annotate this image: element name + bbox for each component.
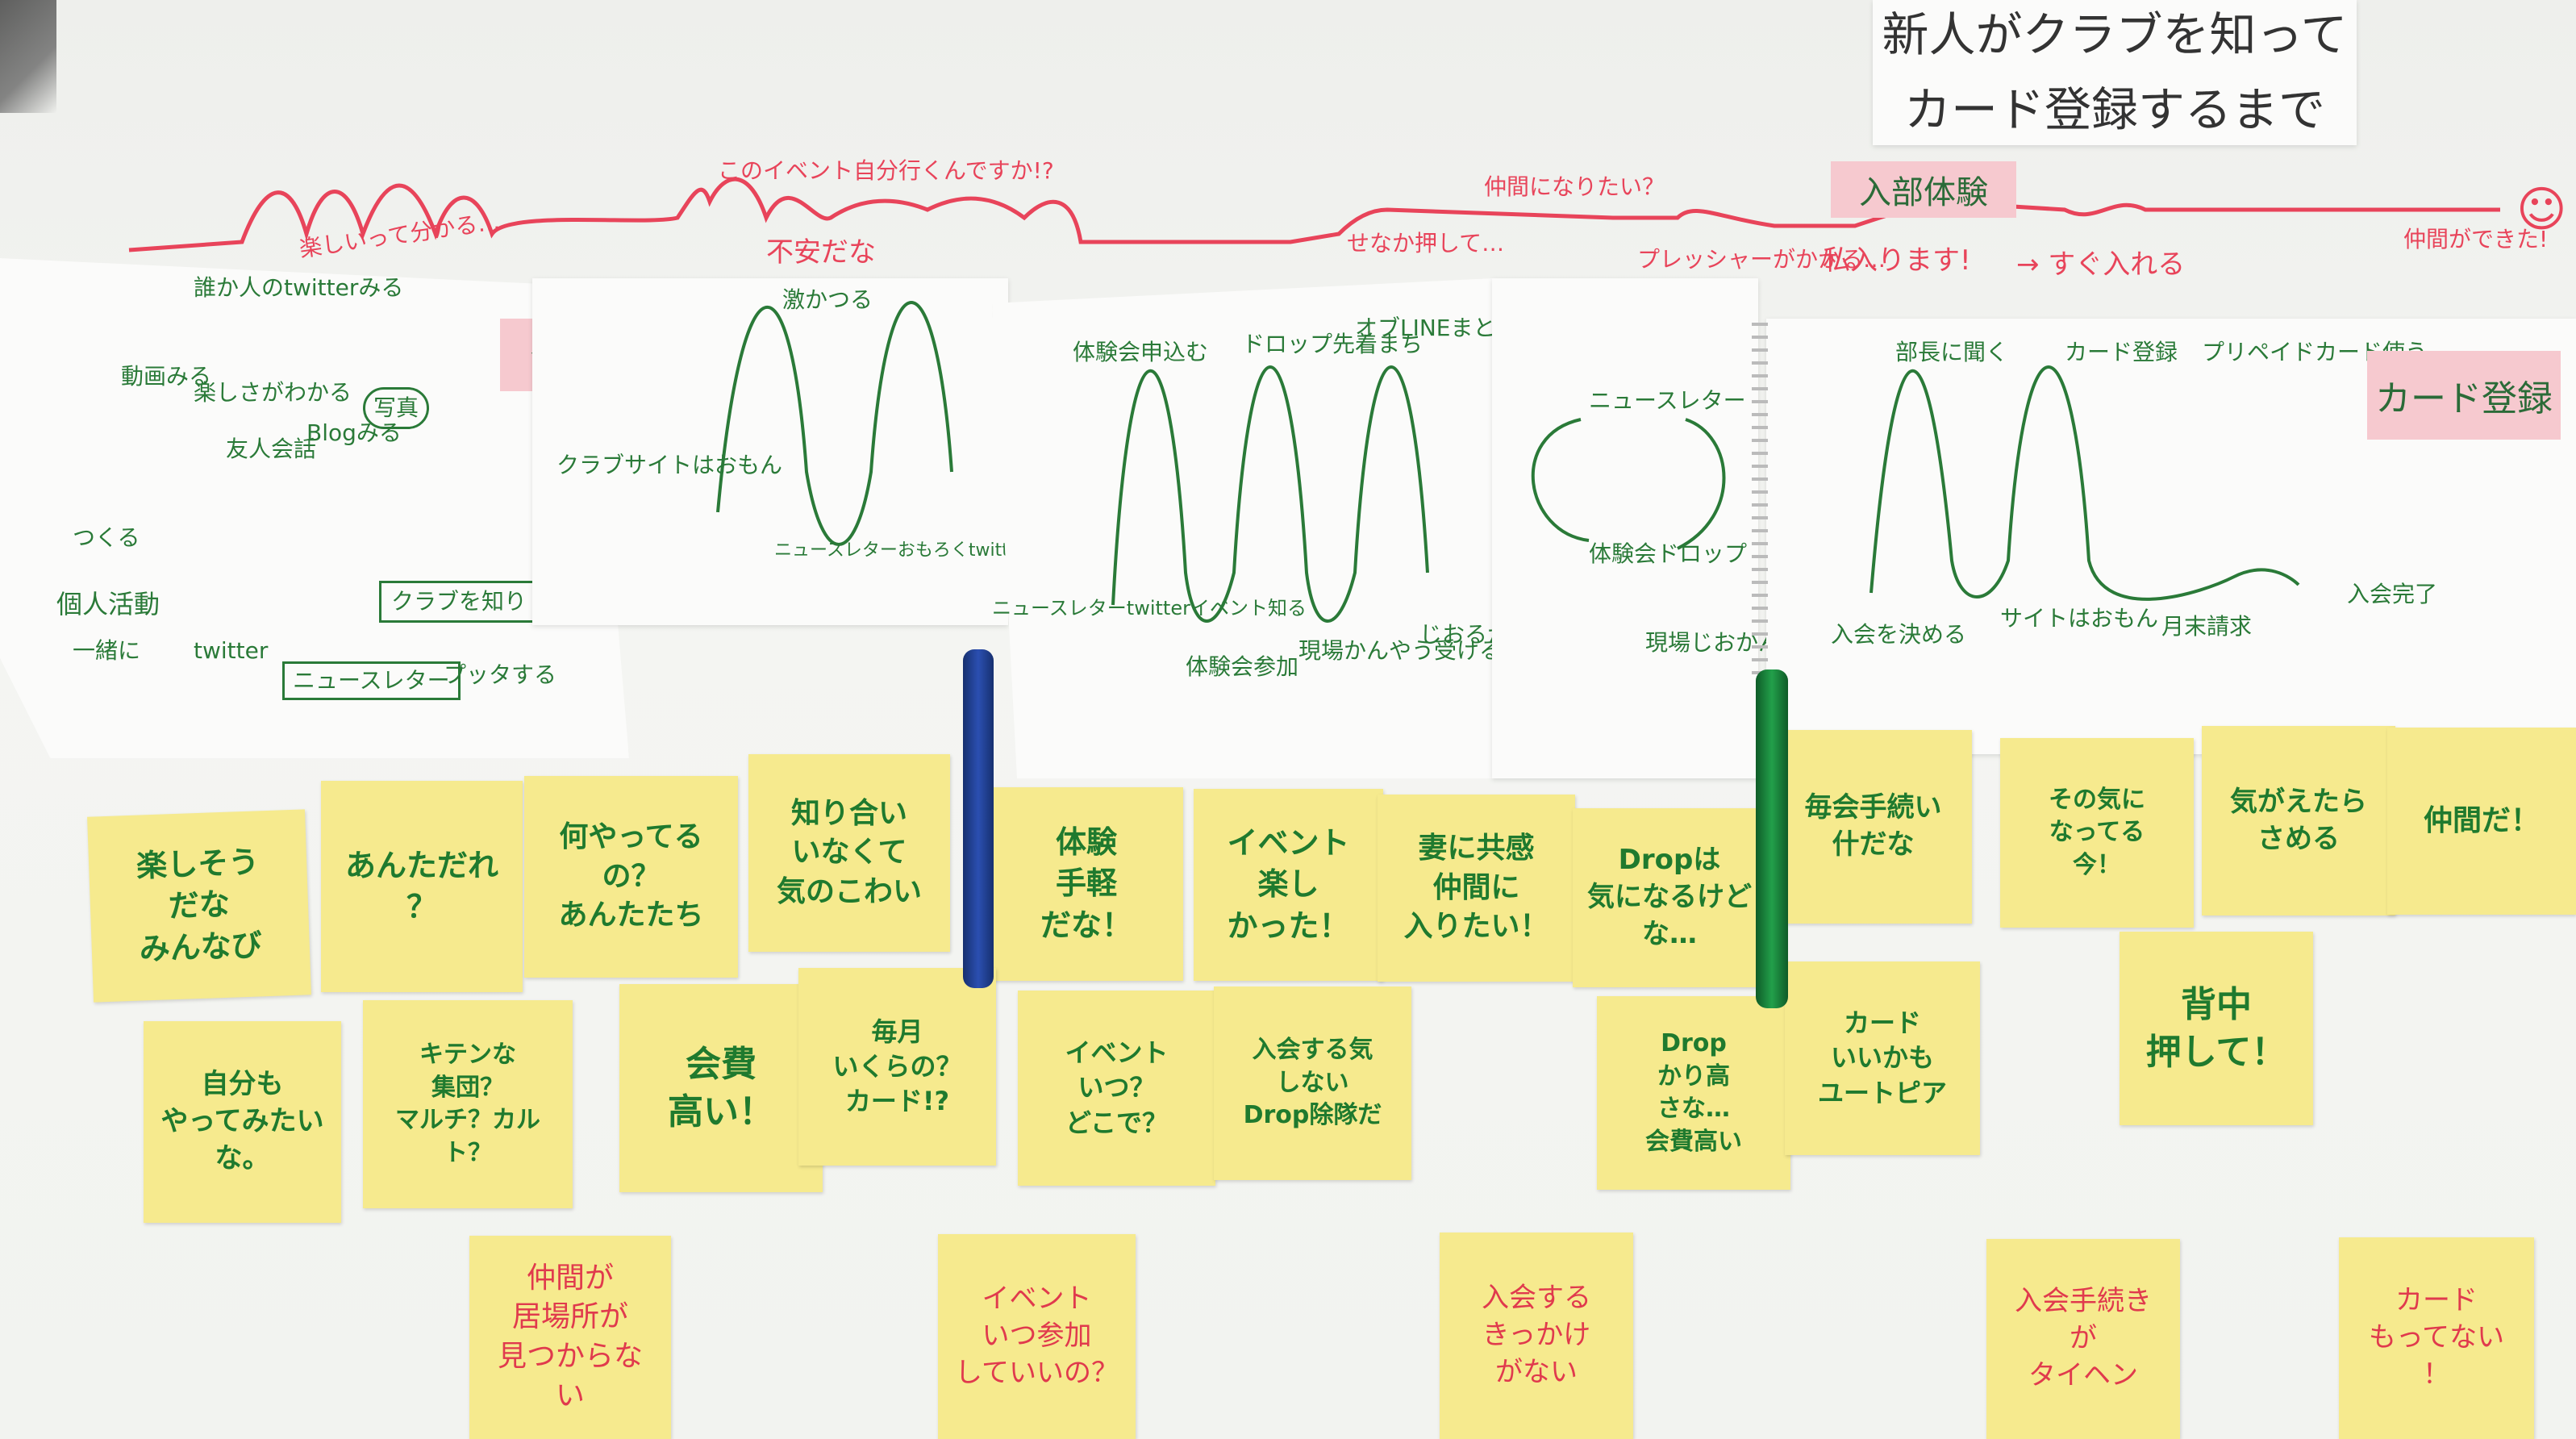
sticky-note: 気がえたら さめる xyxy=(2202,726,2395,916)
sticky-note: 知り合い いなくて 気のこわい xyxy=(748,754,950,952)
sticky-note: イベント 楽し かった！ xyxy=(1194,789,1383,981)
p1-label-1: クラブサイトはおもん xyxy=(556,452,783,478)
pain-point-note: カード もってない ！ xyxy=(2339,1237,2534,1439)
left-label-4: 写真 xyxy=(363,387,430,429)
left-label-8: 個人活動 xyxy=(56,589,160,619)
sticky-note: 自分も やってみたい な。 xyxy=(144,1021,341,1223)
sticky-note: 毎会手続い 什だな xyxy=(1774,730,1972,924)
curve-label-9: → すぐ入れる xyxy=(2016,248,2186,281)
pain-point-note: イベント いつ参加 していいの？ xyxy=(938,1234,1136,1439)
sticky-note: 体験 手軽 だな！ xyxy=(990,787,1183,981)
p3-label-1: ニュースレター xyxy=(1589,387,1746,414)
pain-point-note: 仲間が 居場所が 見つからない xyxy=(469,1236,671,1439)
smiley-icon: ☺ xyxy=(2516,181,2567,238)
stage-card-register: カード登録 xyxy=(2367,351,2561,440)
p2-label-2: ドロップ先着まち xyxy=(1242,331,1423,357)
p2-label-6: 現場かんやう受ける xyxy=(1298,637,1503,664)
label-nyubu-taiken: 入部体験 xyxy=(1831,161,2016,218)
left-label-9: 一緒に xyxy=(73,637,141,664)
emotion-curve xyxy=(128,177,2500,252)
sticky-note: 仲間だ！ xyxy=(2387,728,2576,915)
spiral-binding xyxy=(1752,323,1768,678)
pain-point-note: 入会手続き が タイヘン xyxy=(1986,1239,2180,1439)
sticky-note: Drop かり高 さな… 会費高い xyxy=(1597,996,1790,1190)
left-label-7: つくる xyxy=(73,524,140,551)
sticky-note: 妻に共感 仲間に 入りたい！ xyxy=(1378,795,1575,982)
sticky-note: あんただれ ？ xyxy=(321,781,523,992)
left-label-12: ニュースレター xyxy=(282,661,461,700)
cable-corner xyxy=(0,0,56,113)
p4-label-6: 月末請求 xyxy=(2161,613,2253,640)
sticky-note: 入会する気 しない Drop除隊だ xyxy=(1214,986,1411,1180)
p4-label-1: 部長に聞く xyxy=(1895,339,2009,365)
journey-curve-4 xyxy=(1869,365,2300,601)
journey-paper-2 xyxy=(992,278,1492,778)
left-label-6: 友人会話 xyxy=(226,436,317,462)
journey-curve-2 xyxy=(1111,365,1429,623)
p4-label-7: 入会完了 xyxy=(2347,581,2438,607)
sticky-note: 背中 押して！ xyxy=(2120,932,2313,1125)
left-label-11: クラブを知り xyxy=(379,581,540,623)
left-label-5: Blogみる xyxy=(306,419,402,446)
title-line-2: カード登録するまで xyxy=(1903,82,2325,137)
p2-label-5: 体験会参加 xyxy=(1186,653,1299,680)
blue-pen xyxy=(963,649,994,988)
sticky-note: 楽しそう だな みんなび xyxy=(87,809,311,1003)
journey-curve-1 xyxy=(716,301,953,546)
curve-label-3: 不安だな xyxy=(766,236,876,269)
p4-label-4: 入会を決める xyxy=(1831,621,1967,648)
sticky-note: 何やってるの？ あんたたち xyxy=(524,776,738,978)
sticky-note: Dropは 気になるけど な… xyxy=(1573,808,1766,987)
curve-label-6: プレッシャーがかかる… xyxy=(1637,246,1886,273)
green-pen xyxy=(1756,669,1788,1008)
left-label-2: 動画みる xyxy=(121,363,212,390)
pain-point-note: 入会する きっかけ がない xyxy=(1440,1233,1633,1439)
curve-label-10: 仲間ができた! xyxy=(2403,226,2549,252)
p4-label-5: サイトはおもん xyxy=(2000,605,2159,632)
curve-label-5: 仲間になりたい？ xyxy=(1484,173,1665,200)
sticky-note: その気に なってる 今！ xyxy=(2000,738,2194,928)
left-label-1: 誰か人のtwitterみる xyxy=(194,274,404,301)
sticky-note: 毎月 いくらの？ カード!? xyxy=(798,968,996,1166)
cycle-arrow xyxy=(1531,418,1726,550)
title-line-1: 新人がクラブを知って xyxy=(1882,7,2348,63)
p3-label-2: 体験会ドロップ xyxy=(1589,540,1748,567)
p1-label-2: 激かつる xyxy=(782,286,873,313)
p2-label-1: 体験会申込む xyxy=(1073,339,1209,365)
title-paper: 新人がクラブを知って カード登録するまで xyxy=(1873,0,2357,145)
curve-label-4: せなか押して… xyxy=(1347,230,1505,257)
sticky-note: カード いいかも ユートピア xyxy=(1785,961,1980,1155)
sticky-note: イベント いつ？ どこで？ xyxy=(1018,991,1215,1186)
curve-label-8: 私入ります! xyxy=(1823,244,1971,277)
sticky-note: 会費 高い！ xyxy=(619,984,823,1192)
sticky-note: キテンな 集団？ マルチ？カルト？ xyxy=(363,1000,573,1208)
left-label-10: twitter xyxy=(194,637,269,664)
left-label-13: プッタする xyxy=(444,661,557,688)
p4-label-2: カード登録 xyxy=(2065,339,2178,365)
journey-paper-3 xyxy=(1492,278,1758,778)
curve-label-2: このイベント自分行くんですか!? xyxy=(718,157,1054,184)
p2-label-4: ニュースレターtwitterイベント知る xyxy=(992,597,1307,619)
left-label-3: 楽しさがわかる xyxy=(194,379,352,406)
journey-paper-1 xyxy=(532,278,1008,625)
